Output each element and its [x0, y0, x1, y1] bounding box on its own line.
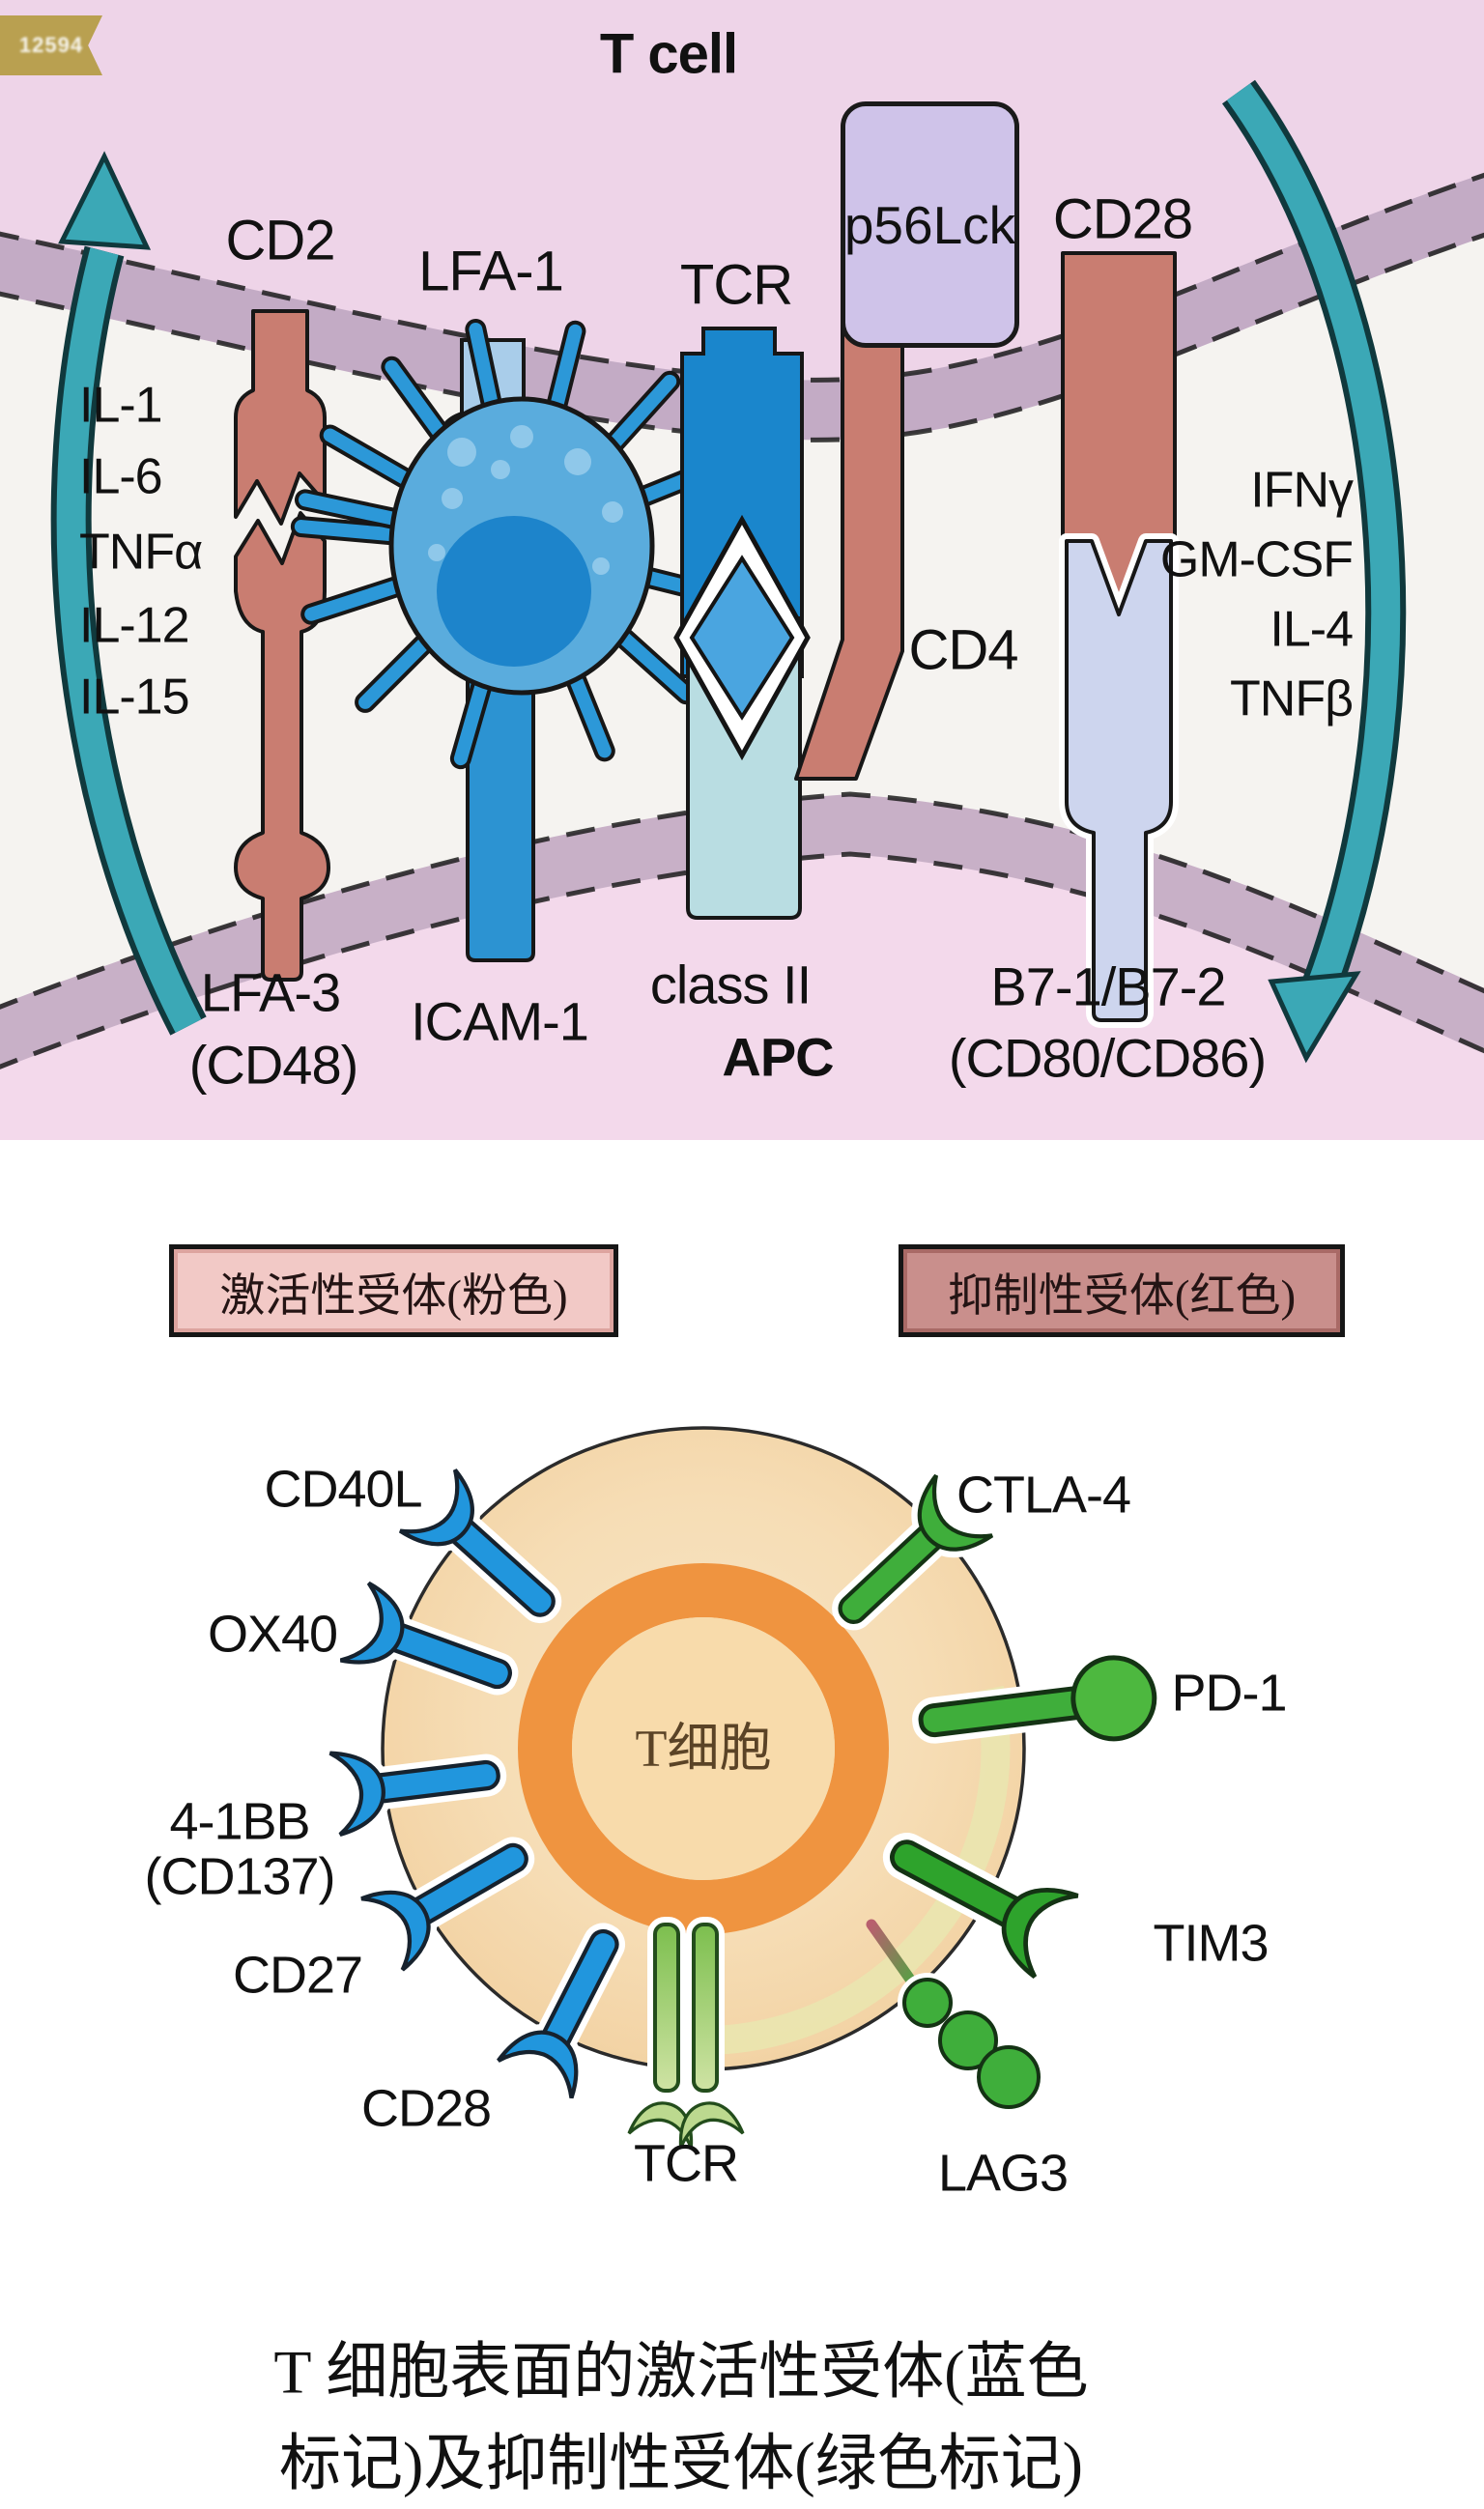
cytokine-tnfa: TNFα [79, 524, 203, 581]
inhibitory-receptors [816, 1475, 1163, 2114]
legend-inhibitory-text: 抑制性受体(红色) [947, 1270, 1297, 1322]
b7-label: B7-1/B7-2 [990, 955, 1226, 1017]
bottom-panel-art [330, 1426, 1163, 2148]
caption-line1: T 细胞表面的激活性受体(蓝色 [273, 2337, 1089, 2407]
tim3-label: TIM3 [1153, 1914, 1269, 1973]
left-cytokine-arrow [50, 151, 207, 1036]
p56lck-box: p56Lck [841, 101, 1019, 348]
cd2-lfa3-molecule [234, 309, 330, 982]
cd28-label: CD28 [1052, 187, 1193, 251]
cytokine-il4: IL-4 [1270, 601, 1354, 658]
tcr-label: TCR [679, 253, 793, 317]
cytokine-gmcsf: GM-CSF [1159, 531, 1354, 588]
antigen-diamond [673, 514, 811, 761]
watermark-text: 12594 [18, 33, 84, 57]
b7-sub-label: (CD80/CD86) [948, 1027, 1267, 1089]
class2-label: class II [649, 954, 812, 1015]
lag3-beads [866, 1919, 1045, 2114]
t-cell-circle-label: T细胞 [635, 1719, 772, 1778]
lfa3-sub-label: (CD48) [188, 1034, 358, 1096]
right-cytokine-arrow [1221, 79, 1407, 1064]
apc-title: APC [722, 1026, 834, 1088]
lag3-label: LAG3 [937, 2144, 1069, 2203]
pd1-label: PD-1 [1171, 1664, 1287, 1723]
top-panel-art [0, 0, 1484, 1140]
cytokine-il15: IL-15 [79, 669, 190, 726]
tcr-receptor [629, 1917, 743, 2148]
cytokine-il1: IL-1 [79, 377, 163, 434]
ctla4-label: CTLA-4 [956, 1466, 1131, 1525]
cd27-label: CD27 [232, 1946, 363, 2005]
cytokine-il12: IL-12 [79, 597, 190, 654]
41bb-label: 4-1BB [169, 1792, 310, 1851]
legend-activating-text: 激活性受体(粉色) [219, 1270, 568, 1322]
cytokine-ifng: IFNγ [1250, 462, 1354, 519]
legend-inhibitory: 抑制性受体(红色) [899, 1244, 1345, 1337]
ox40-label: OX40 [207, 1605, 338, 1664]
cytokine-il6: IL-6 [79, 448, 163, 505]
caption-line2: 标记)及抑制性受体(绿色标记) [279, 2429, 1083, 2498]
cd4-label: CD4 [908, 618, 1018, 682]
cd40l-label: CD40L [264, 1460, 422, 1519]
cd28-bottom-label: CD28 [360, 2079, 492, 2138]
watermark-ribbon: 12594 [0, 15, 102, 75]
tcr-bottom-label: TCR [634, 2134, 739, 2193]
t-cell-title: T cell [599, 22, 738, 86]
b7-molecule [1059, 533, 1179, 1028]
lfa1-label: LFA-1 [418, 240, 564, 303]
antigen-cell [290, 319, 748, 770]
lfa3-label: LFA-3 [200, 961, 341, 1023]
p56lck-label: p56Lck [843, 194, 1016, 255]
legend-activating: 激活性受体(粉色) [169, 1244, 618, 1337]
cytokine-tnfb: TNFβ [1230, 670, 1354, 727]
41bb-sub-label: (CD137) [144, 1847, 335, 1906]
icam1-label: ICAM-1 [411, 990, 589, 1052]
cd2-label: CD2 [225, 209, 335, 272]
